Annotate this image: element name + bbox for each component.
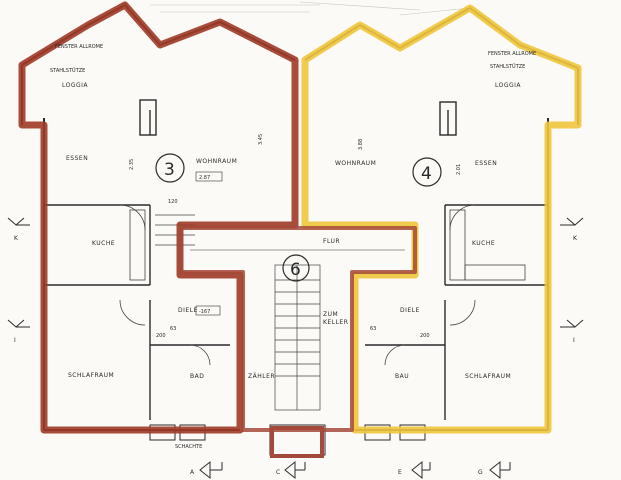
left-loggia-label: LOGGIA	[62, 82, 88, 89]
left-fenster-label: FENSTER ALLROME	[55, 44, 103, 50]
right-bad-label: BAU	[395, 373, 409, 380]
section-a: A	[190, 469, 195, 476]
right-wohnraum-label: WOHNRAUM	[335, 160, 376, 167]
section-g: G	[478, 469, 483, 476]
right-stamm-label: STAHLSTÜTZE	[490, 63, 525, 70]
dim-2-01: 2.01	[456, 164, 462, 175]
schacht-label: SCHACHTE	[175, 444, 202, 450]
right-diele-label: DIELE	[400, 307, 420, 314]
right-essen-label: ESSEN	[475, 160, 497, 167]
right-fenster-label: FENSTER ALLROME	[488, 51, 536, 57]
side-section-marks	[7, 217, 584, 328]
section-c: C	[276, 469, 281, 476]
central-stair	[155, 214, 321, 411]
unit-4-number: 4	[421, 164, 432, 184]
left-wohnraum-label: WOHNRAUM	[196, 158, 237, 165]
left-essen-label: ESSEN	[66, 155, 88, 162]
entrance-outline	[270, 426, 324, 458]
left-diele-label: DIELE	[178, 307, 198, 314]
diele-height: -167	[199, 309, 210, 315]
stair-outline	[178, 226, 417, 432]
right-mark-k: K	[573, 235, 578, 242]
left-bad-label: BAD	[190, 373, 204, 380]
flur-label: FLUR	[323, 238, 340, 245]
left-wohn-height-box	[195, 171, 223, 182]
stair-6-number: 6	[290, 260, 301, 280]
dim-3-88: 3.88	[358, 139, 364, 150]
flur-dim: 120	[168, 199, 178, 205]
zahler-label: ZÄHLER	[248, 373, 275, 380]
dim-63-left: 63	[170, 326, 176, 332]
unit-3-circle	[155, 153, 185, 183]
right-mark-i: I	[573, 337, 575, 344]
stair-6-circle	[282, 254, 310, 282]
left-stamm-label: STAHLSTÜTZE	[50, 67, 85, 74]
section-e: E	[398, 469, 402, 476]
left-schlafraum-label: SCHLAFRAUM	[68, 372, 114, 379]
kitchen-counters	[129, 209, 526, 281]
dim-2-35: 2.35	[129, 159, 135, 170]
right-kuche-label: KUCHE	[472, 240, 495, 247]
right-loggia-label: LOGGIA	[495, 82, 521, 89]
left-mark-k: K	[14, 235, 19, 242]
dim-200-left: 200	[156, 333, 166, 339]
unit-4-circle	[412, 157, 442, 187]
diele-height-box	[195, 305, 221, 316]
dim-63-right: 63	[370, 326, 376, 332]
unit-3-number: 3	[164, 160, 175, 180]
right-schlafraum-label: SCHLAFRAUM	[465, 373, 511, 380]
top-dimension-lines	[150, 1, 471, 16]
left-mark-i: I	[14, 337, 16, 344]
left-wohn-height: 2.87	[199, 175, 210, 181]
dim-3-45: 3.45	[258, 134, 264, 145]
dim-200-right: 200	[420, 333, 430, 339]
keller-label: KELLER	[323, 319, 348, 326]
bottom-section-arrows	[199, 460, 511, 480]
left-kuche-label: KUCHE	[92, 240, 115, 247]
left-unit-outline	[18, 1, 299, 434]
zum-label: ZUM	[323, 311, 338, 318]
